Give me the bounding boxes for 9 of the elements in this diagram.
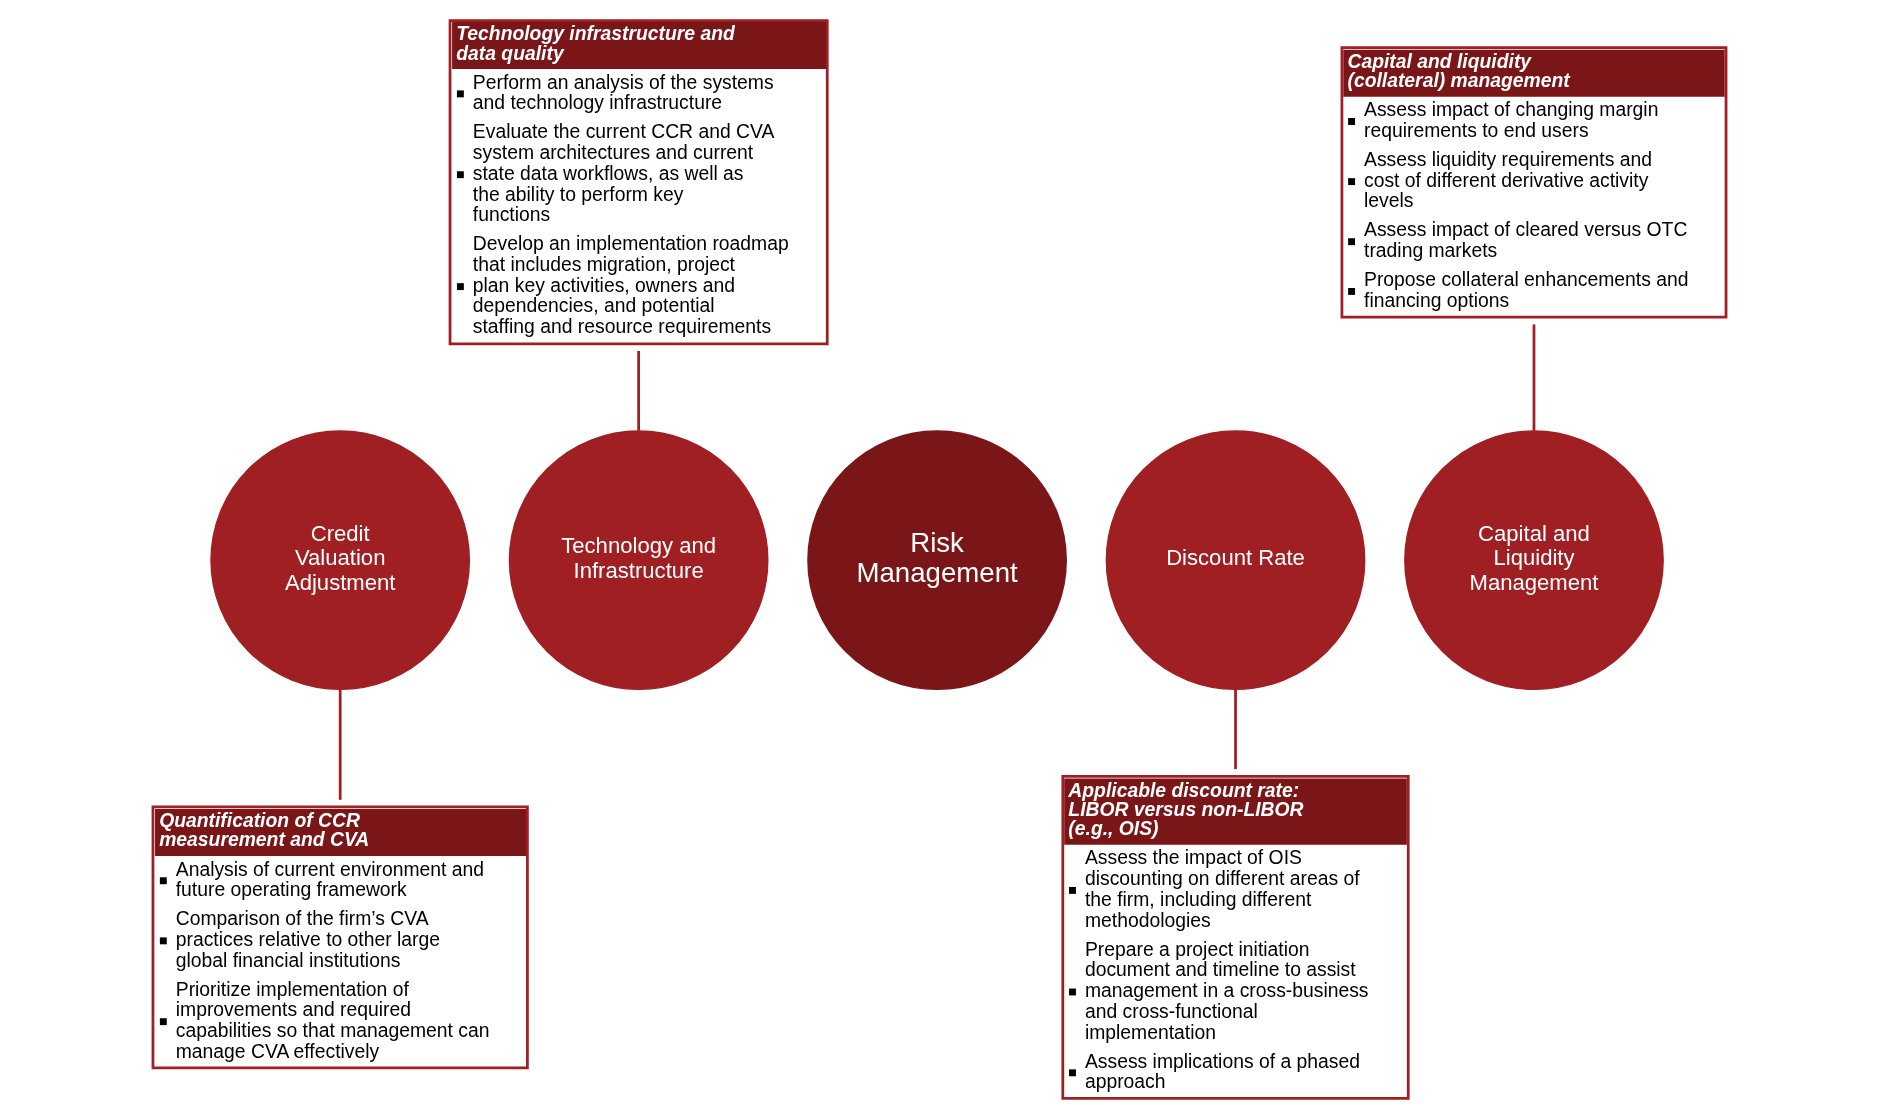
connector bbox=[1532, 324, 1536, 431]
node-circle: Risk Management bbox=[807, 430, 1067, 691]
node-circle: Discount Rate bbox=[1105, 430, 1366, 691]
connector bbox=[338, 689, 342, 800]
node-circle: Credit Valuation Adjustment bbox=[210, 430, 471, 691]
node-circle: Technology and Infrastructure bbox=[508, 430, 769, 691]
connector bbox=[637, 350, 640, 431]
connector bbox=[1234, 689, 1237, 770]
node-circle: Capital and Liquidity Management bbox=[1404, 430, 1664, 691]
